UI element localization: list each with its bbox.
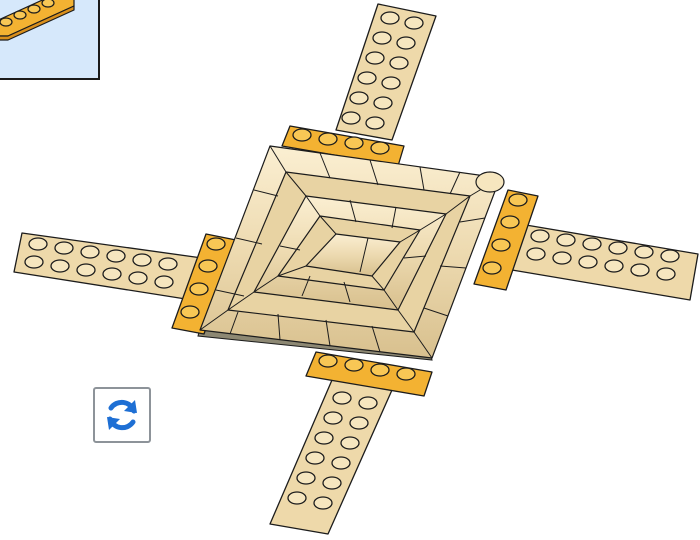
tan-plate-right (512, 224, 698, 300)
rotate-view-button[interactable] (93, 387, 151, 443)
curved-tile-square (200, 146, 504, 358)
tan-plate-left (14, 233, 202, 300)
rotate-arrows-icon (102, 395, 142, 435)
tan-plate-top (336, 4, 436, 140)
tan-plate-bottom (270, 380, 392, 534)
